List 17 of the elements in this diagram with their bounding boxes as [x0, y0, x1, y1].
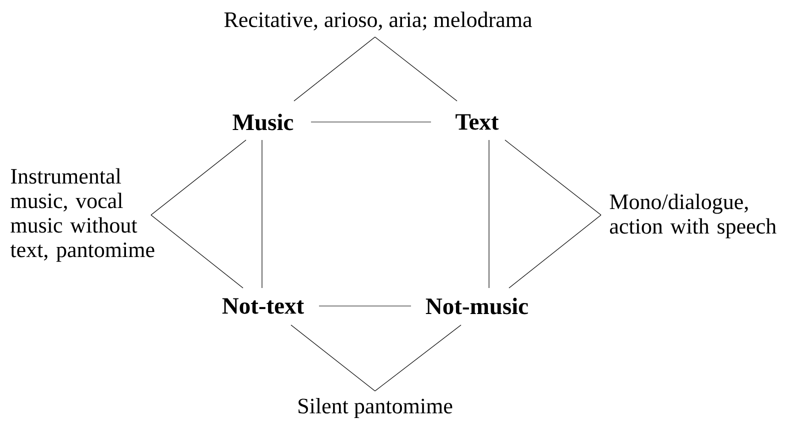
connector-line	[150, 214, 244, 288]
term-label: Not-music	[426, 298, 528, 314]
connector-line	[150, 140, 246, 216]
term-label: Not-text	[222, 298, 304, 314]
connector-line	[294, 36, 376, 102]
connector-line	[374, 324, 462, 392]
term-label: Silent pantomime	[298, 398, 452, 418]
connector-line	[508, 214, 602, 288]
connector-line	[374, 36, 458, 102]
term-label: Mono/dialogue, action with speech	[610, 194, 776, 238]
term-label: Recitative, arioso, aria; melodrama	[224, 12, 532, 30]
term-label: Text	[456, 114, 499, 130]
connector-line	[504, 140, 602, 216]
term-label: Instrumental music, vocal music without text, pantomime	[10, 168, 154, 262]
connector-line	[290, 324, 376, 392]
term-label: Music	[232, 114, 294, 130]
connector-line	[488, 140, 490, 288]
